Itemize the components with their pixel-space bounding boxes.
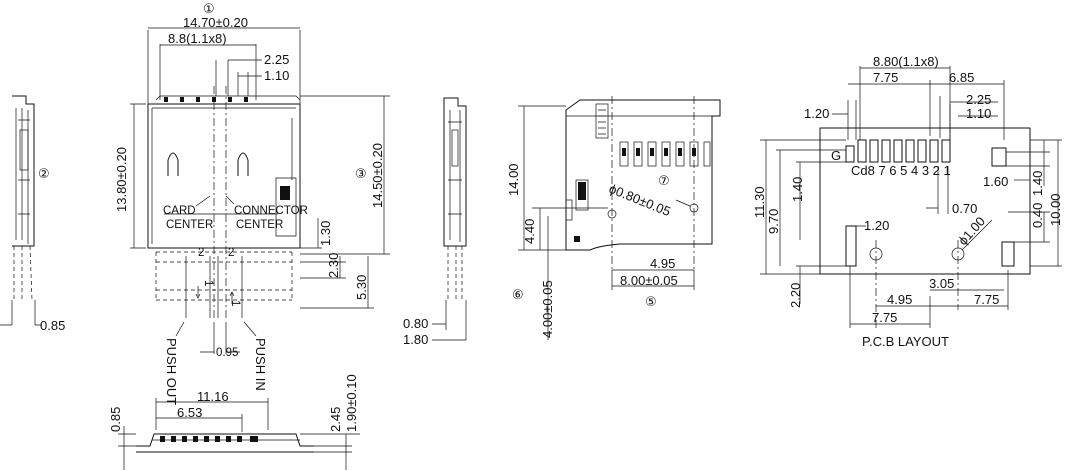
fp-dim-1400: 14.00 (506, 163, 521, 196)
connector-center-label-2: CENTER (236, 219, 283, 231)
callout-3: ③ (355, 166, 367, 181)
bottom-view: 11.16 6.53 0.85 2.45 1.90±0.10 (108, 374, 360, 470)
pcb-layout-title: P.C.B LAYOUT (862, 334, 949, 349)
pcb-dim-160: 1.60 (983, 174, 1008, 189)
top-view: ① 14.70±0.20 8.8(1.1x8) 2.25 1.10 (114, 1, 390, 405)
pcb-dim-495: 4.95 (887, 292, 912, 307)
side-dim-080: 0.80 (403, 316, 428, 331)
pcb-dim-pinspan: 8.80(1.1x8) (873, 54, 939, 69)
pcb-hole: ϕ1.00 (955, 214, 988, 248)
fp-dim-495: 4.95 (650, 256, 675, 271)
top-dim-095: 0.95 (216, 347, 238, 359)
num-1a: 1 (202, 280, 214, 286)
left-side-view: 0.85 ② (0, 95, 65, 333)
pcb-dim-120-top: 1.20 (804, 106, 829, 121)
push-out-label: PUSH OUT (164, 338, 179, 405)
pcb-dim-040: 0.40 (1030, 203, 1045, 228)
top-dim-right-height: 14.50±0.20 (370, 143, 385, 208)
pcb-label-g: G (831, 148, 841, 163)
bottom-dim-1116: 11.16 (197, 389, 229, 404)
top-dim-overall: 14.70±0.20 (183, 15, 248, 30)
pcb-dim-225: 2.25 (966, 92, 991, 107)
pcb-dim-140-left: 1.40 (790, 177, 805, 202)
callout-7: ⑦ (658, 173, 670, 188)
connector-center-label-1: CONNECTOR (234, 205, 308, 217)
pcb-dim-685: 6.85 (949, 70, 974, 85)
pcb-pin-labels: Cd8 7 6 5 4 3 2 1 (851, 163, 951, 178)
pcb-dim-775-b2: 7.75 (872, 310, 897, 325)
push-in-label: PUSH IN (253, 338, 268, 391)
fp-dim-400: 4.00±0.05 (540, 280, 555, 338)
bottom-dim-190: 1.90±0.10 (344, 374, 359, 432)
pcb-dim-1000: 10.00 (1048, 193, 1063, 226)
num-1b: 1 (229, 300, 241, 306)
pcb-dim-070: 0.70 (952, 201, 977, 216)
callout-6: ⑥ (512, 287, 524, 302)
bottom-dim-085: 0.85 (108, 407, 123, 432)
fp-dim-440: 4.40 (522, 219, 537, 244)
card-center-label-2: CENTER (166, 219, 213, 231)
num-2b: 2 (228, 247, 234, 259)
callout-2: ② (38, 166, 50, 181)
num-2a: 2 (198, 247, 204, 259)
callout-1: ① (203, 1, 215, 16)
top-dim-110: 1.10 (264, 68, 289, 83)
footprint-view: 14.00 4.40 ϕ0.80±0.05 ⑦ 4.95 8.00±0.05 ⑤… (506, 96, 721, 340)
left-dim-085: 0.85 (40, 318, 65, 333)
pcb-dim-110: 1.10 (966, 106, 991, 121)
pcb-dim-970: 9.70 (766, 209, 781, 234)
pcb-dim-305: 3.05 (929, 276, 954, 291)
top-dim-225: 2.25 (264, 52, 289, 67)
callout-5: ⑤ (645, 294, 657, 309)
side-dim-180: 1.80 (403, 332, 428, 347)
fp-dim-800: 8.00±0.05 (620, 273, 678, 288)
top-dim-pinspan: 8.8(1.1x8) (168, 31, 227, 46)
top-dim-130: 1.30 (318, 221, 333, 246)
top-dim-left-height: 13.80±0.20 (114, 147, 129, 212)
side-view: 0.80 1.80 (403, 97, 467, 347)
bottom-dim-653: 6.53 (177, 405, 202, 420)
pcb-dim-120-mid: 1.20 (864, 218, 889, 233)
top-dim-530: 5.30 (354, 275, 369, 300)
top-dim-230: 2.30 (326, 253, 341, 278)
card-center-label-1: CARD (163, 205, 196, 217)
pcb-dim-1130: 11.30 (752, 186, 767, 218)
bottom-dim-245: 2.45 (328, 407, 343, 432)
pcb-dim-775-b1: 7.75 (974, 292, 999, 307)
pcb-dim-220: 2.20 (788, 283, 803, 308)
pcb-dim-775: 7.75 (873, 70, 898, 85)
pcb-layout: 8.80(1.1x8) 7.75 6.85 2.25 1.10 1.20 G C… (752, 54, 1063, 349)
pcb-dim-140-right: 1.40 (1030, 171, 1045, 196)
